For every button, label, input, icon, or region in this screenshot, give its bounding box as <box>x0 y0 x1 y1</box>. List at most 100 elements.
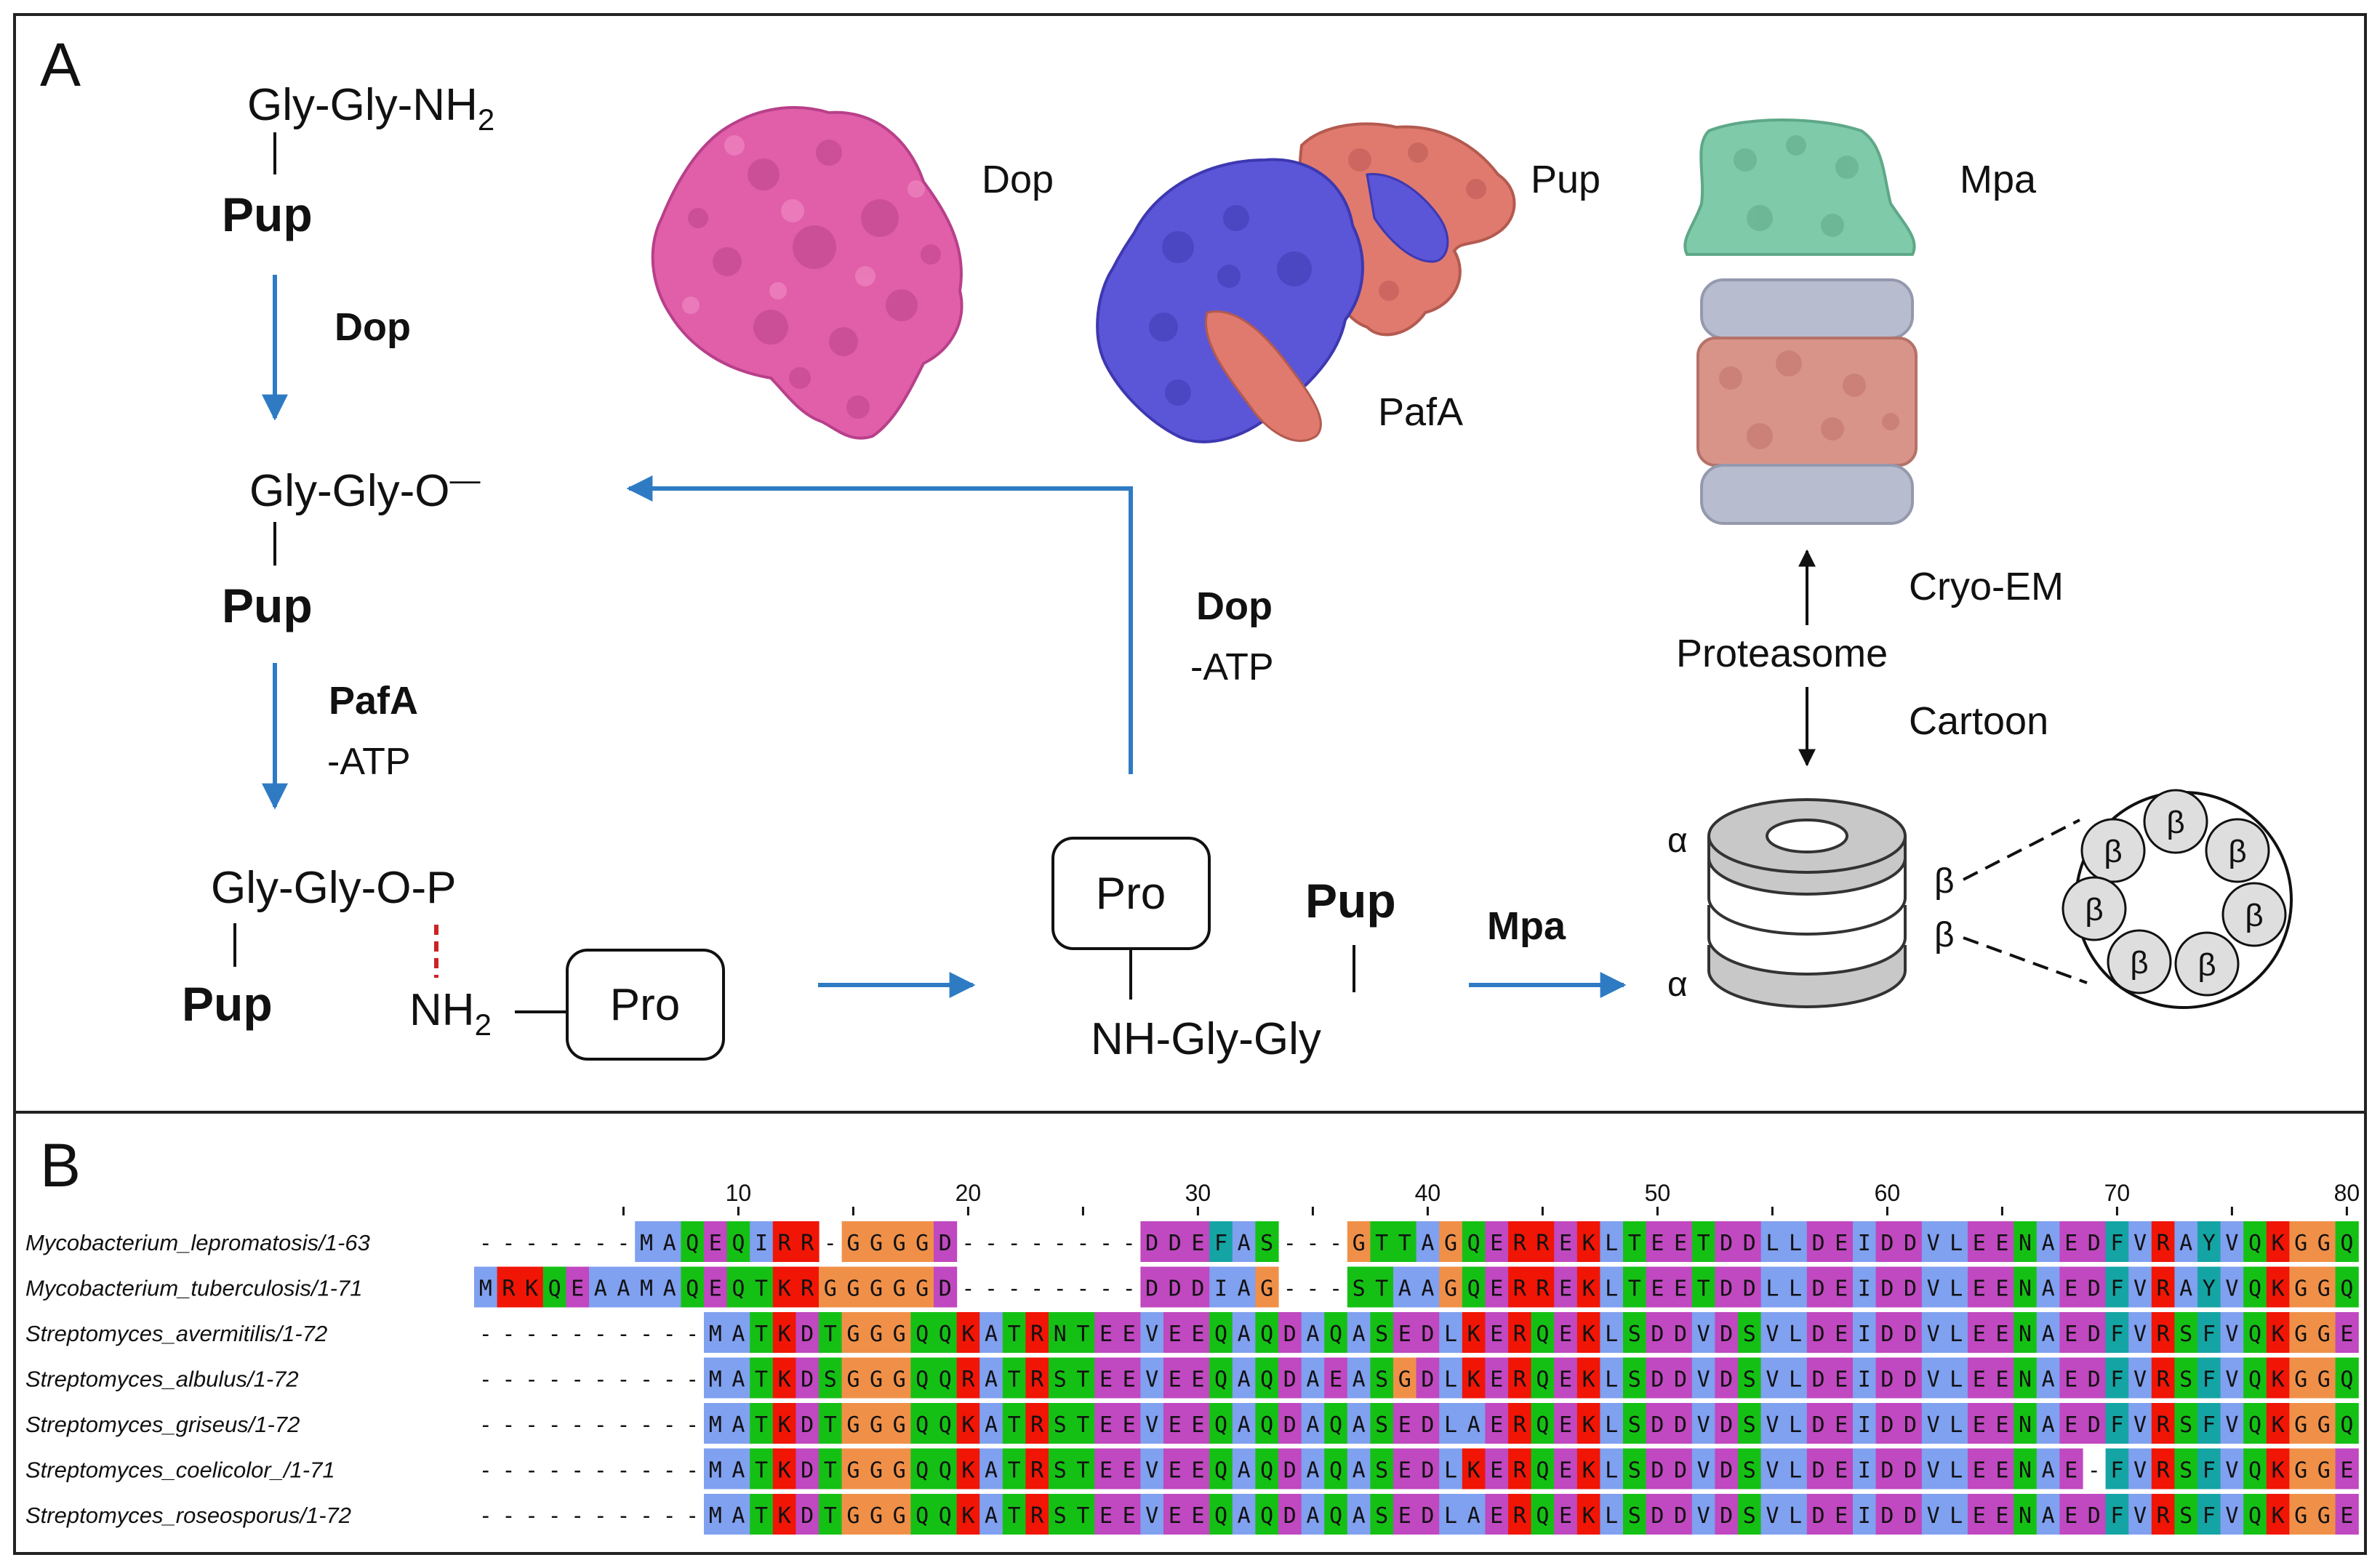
residue-letter: S <box>1743 1503 1756 1529</box>
residue-letter: E <box>709 1276 722 1302</box>
residue-cell <box>1715 1266 1739 1308</box>
residue-cell <box>1094 1357 1118 1399</box>
residue-letter: - <box>1283 1276 1297 1302</box>
residue-letter: G <box>915 1231 929 1256</box>
residue-letter: D <box>2088 1276 2101 1302</box>
residue-cell <box>2059 1448 2083 1489</box>
residue-cell <box>2174 1448 2198 1489</box>
residue-letter: S <box>2179 1367 2192 1393</box>
residue-cell <box>1691 1312 1715 1353</box>
residue-cell <box>1968 1357 1992 1399</box>
residue-letter: E <box>1559 1367 1572 1393</box>
residue-cell <box>1163 1266 1187 1308</box>
residue-letter: - <box>961 1276 974 1302</box>
residue-letter: - <box>1329 1276 1342 1302</box>
residue-letter: - <box>571 1458 584 1484</box>
residue-letter: - <box>640 1458 653 1484</box>
beta-subunit <box>2174 931 2240 997</box>
residue-letter: - <box>548 1367 561 1393</box>
residue-cell <box>1255 1494 1279 1535</box>
residue-cell <box>750 1357 774 1399</box>
residue-cell <box>956 1357 980 1399</box>
residue-letter: Q <box>1536 1503 1549 1529</box>
residue-cell <box>2243 1403 2267 1444</box>
residue-letter: A <box>2042 1231 2055 1256</box>
residue-letter: K <box>778 1503 791 1529</box>
residue-cell <box>2036 1266 2060 1308</box>
residue-letter: S <box>1260 1231 1273 1256</box>
residue-cell <box>2036 1312 2060 1353</box>
residue-letter: R <box>1513 1231 1527 1256</box>
residue-cell <box>2220 1403 2244 1444</box>
pafa-strip <box>1366 173 1449 263</box>
residue-cell <box>1186 1494 1210 1535</box>
residue-letter: - <box>571 1231 584 1256</box>
residue-cell <box>1278 1403 1302 1444</box>
residue-letter: - <box>1030 1231 1043 1256</box>
residue-letter: E <box>1398 1458 1411 1484</box>
residue-cell <box>1669 1448 1693 1489</box>
pafa-enzyme-label: PafA <box>329 679 418 723</box>
residue-letter: - <box>594 1458 607 1484</box>
residue-letter: E <box>1398 1322 1411 1347</box>
residue-letter: L <box>1789 1276 1802 1302</box>
residue-cell <box>1830 1312 1854 1353</box>
pup-label-1: Pup <box>222 188 313 241</box>
residue-cell <box>2014 1494 2038 1535</box>
residue-cell <box>1186 1403 1210 1444</box>
residue-letter: A <box>2179 1231 2192 1256</box>
residue-cell <box>1209 1403 1233 1444</box>
residue-letter: V <box>2225 1412 2238 1438</box>
residue-cell <box>1347 1448 1371 1489</box>
residue-letter: - <box>594 1231 607 1256</box>
residue-cell <box>2059 1266 2083 1308</box>
residue-letter: D <box>2088 1231 2101 1256</box>
residue-cell <box>1370 1494 1394 1535</box>
residue-cell <box>819 1266 843 1308</box>
residue-cell <box>1830 1266 1854 1308</box>
residue-letter: E <box>1559 1322 1572 1347</box>
residue-letter: - <box>1123 1276 1136 1302</box>
residue-letter: D <box>1283 1458 1297 1484</box>
pup-overlay-1 <box>1205 310 1322 442</box>
residue-letter: S <box>2179 1412 2192 1438</box>
residue-letter: L <box>1789 1367 1802 1393</box>
residue-cell <box>1209 1357 1233 1399</box>
residue-letter: Q <box>2248 1231 2261 1256</box>
residue-cell <box>819 1448 843 1489</box>
residue-letter: S <box>1375 1458 1388 1484</box>
residue-letter: K <box>778 1276 791 1302</box>
residue-letter: K <box>961 1322 974 1347</box>
residue-letter: D <box>1421 1412 1434 1438</box>
residue-cell <box>1715 1494 1739 1535</box>
residue-letter: - <box>1054 1276 1067 1302</box>
residue-cell <box>1990 1494 2014 1535</box>
residue-letter: D <box>1720 1322 1733 1347</box>
residue-letter: D <box>1812 1458 1825 1484</box>
residue-cell <box>1462 1357 1486 1399</box>
residue-letter: A <box>1238 1503 1251 1529</box>
residue-letter: S <box>2179 1322 2192 1347</box>
residue-cell <box>1140 1312 1164 1353</box>
residue-letter: I <box>1858 1503 1871 1529</box>
residue-cell <box>1623 1448 1647 1489</box>
residue-letter: N <box>2019 1367 2032 1393</box>
residue-cell <box>1140 1494 1164 1535</box>
residue-cell <box>1576 1357 1600 1399</box>
residue-letter: T <box>1375 1231 1388 1256</box>
residue-letter: T <box>1697 1276 1710 1302</box>
residue-letter: K <box>1582 1412 1595 1438</box>
residue-cell <box>1738 1494 1762 1535</box>
residue-cell <box>1715 1357 1739 1399</box>
residue-letter: F <box>2203 1458 2216 1484</box>
residue-letter: N <box>2019 1503 2032 1529</box>
residue-cell <box>2083 1221 2107 1262</box>
dop-enzyme-label: Dop <box>334 305 411 349</box>
residue-letter: - <box>571 1367 584 1393</box>
residue-cell <box>1025 1357 1049 1399</box>
residue-letter: Q <box>915 1412 929 1438</box>
residue-letter: D <box>1904 1276 1917 1302</box>
panel-a-label: A <box>40 31 81 99</box>
residue-cell <box>1117 1312 1141 1353</box>
residue-letter: D <box>1421 1367 1434 1393</box>
